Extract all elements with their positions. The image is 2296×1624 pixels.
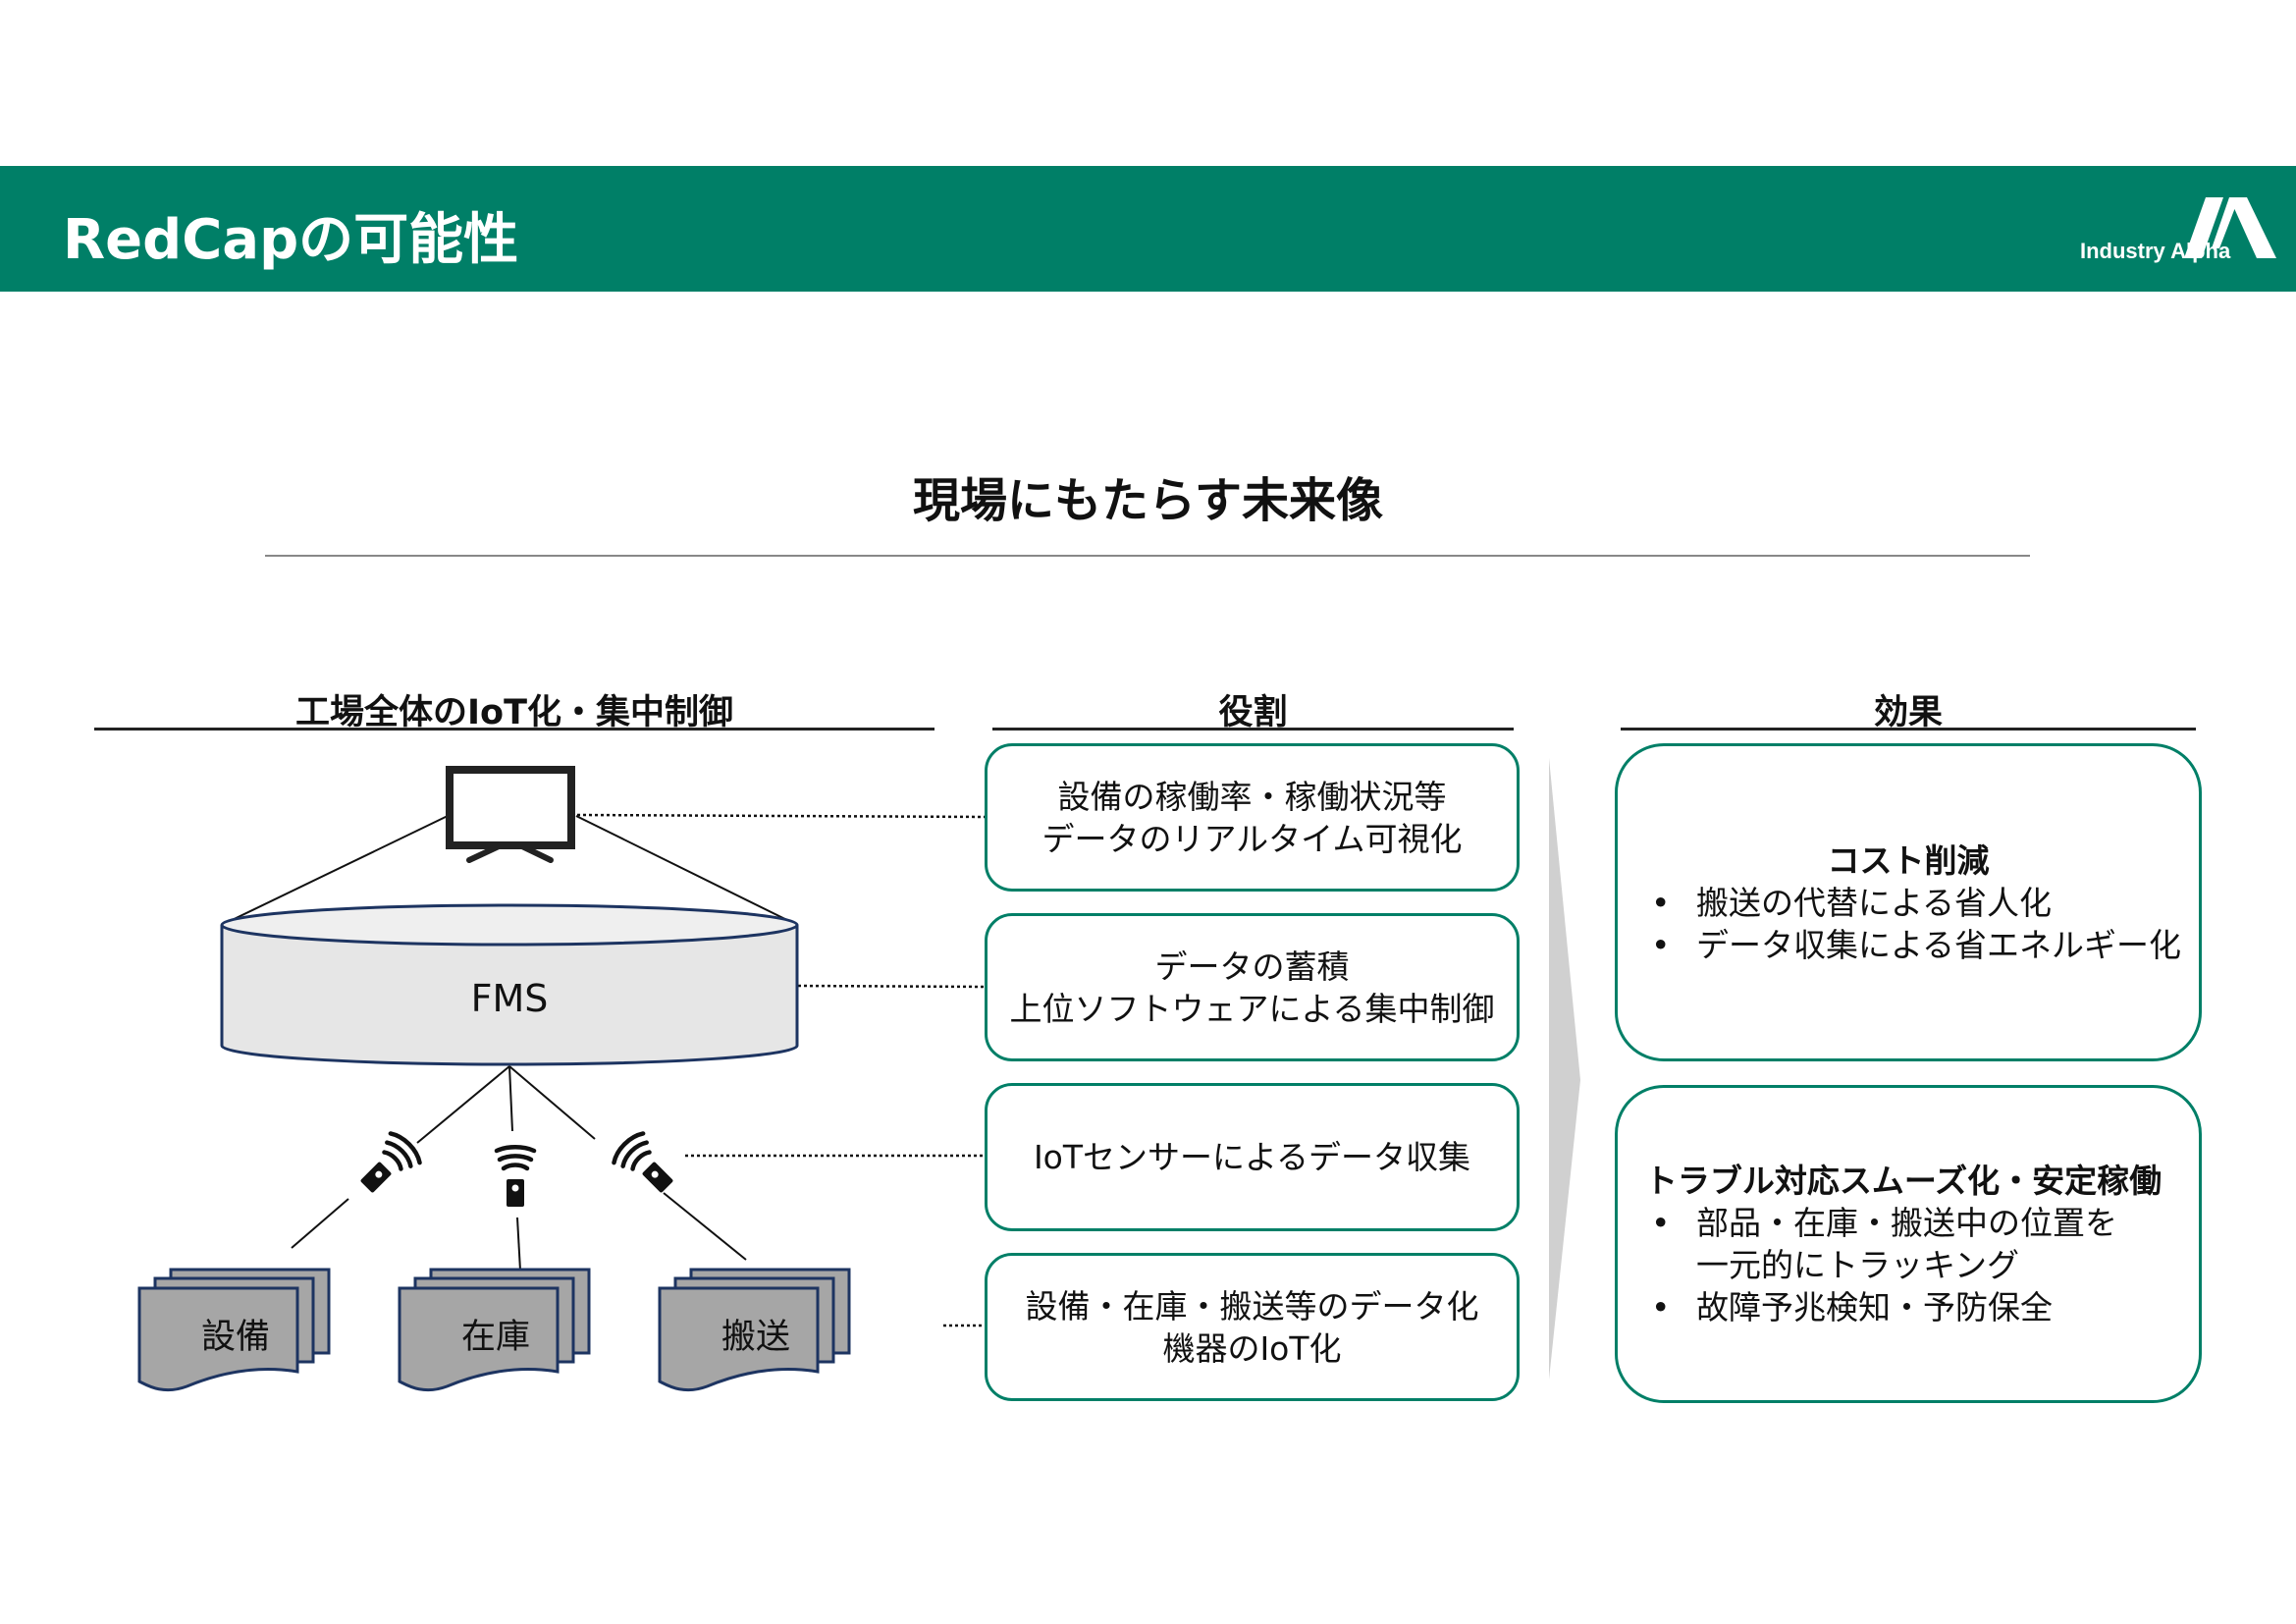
- effect-box-stable-operation: トラブル対応スムーズ化・安定稼働 • 部品・在庫・搬送中の位置を一元的にトラッキ…: [1615, 1085, 2202, 1403]
- industry-alpha-logo: Industry Alpha: [2080, 188, 2276, 276]
- leader-line-role-1: [576, 813, 986, 819]
- logo-text: Industry Alpha: [2080, 239, 2231, 263]
- device-label: 搬送: [721, 1318, 790, 1357]
- role-line: データのリアルタイム可視化: [1041, 819, 1463, 858]
- effect-list-item: • データ収集による省エネルギー化: [1651, 924, 2199, 966]
- bullet-icon: •: [1651, 883, 1671, 922]
- role-box-3: IoTセンサーによるデータ収集: [985, 1083, 1520, 1231]
- role-line: IoTセンサーによるデータ収集: [1033, 1138, 1471, 1176]
- effect-list-item: • 故障予兆検知・予防保全: [1651, 1286, 2199, 1328]
- logo-mark-icon: [2184, 197, 2276, 258]
- effect-list-item: • 部品・在庫・搬送中の位置を一元的にトラッキング: [1651, 1202, 2199, 1286]
- wireless-sensor-icon: [494, 1145, 537, 1207]
- bullet-icon: •: [1651, 1204, 1671, 1242]
- role-box-2: データの蓄積 上位ソフトウェアによる集中制御: [985, 913, 1520, 1061]
- effect-title: コスト削減: [1827, 840, 1990, 880]
- connector-line: [508, 1065, 513, 1132]
- effect-title: トラブル対応スムーズ化・安定稼働: [1644, 1162, 2163, 1200]
- bullet-icon: •: [1651, 925, 1671, 964]
- right-column-heading: 効果: [1873, 693, 1943, 732]
- main-title: 現場にもたらす未来像: [912, 473, 1384, 528]
- fms-database-cylinder: [220, 903, 799, 1066]
- wireless-sensor-icon: [360, 1131, 422, 1193]
- device-stack-2: 在庫: [398, 1268, 591, 1392]
- role-line: 設備・在庫・搬送等のデータ化: [1025, 1286, 1479, 1326]
- right-column-divider: [1621, 728, 2196, 731]
- role-box-1: 設備の稼働率・稼働状況等 データのリアルタイム可視化: [985, 743, 1520, 892]
- document-sheet-front: [137, 1286, 299, 1392]
- slide-title: RedCapの可能性: [63, 208, 519, 272]
- left-column-heading: 工場全体のIoT化・集中制御: [295, 693, 733, 732]
- effect-item-text: 部品・在庫・搬送中の位置を一元的にトラッキング: [1696, 1204, 2117, 1284]
- device-stack-1: 設備: [137, 1268, 331, 1392]
- device-label: 在庫: [461, 1318, 530, 1357]
- wireless-sensor-icon: [612, 1131, 673, 1193]
- middle-column-divider: [992, 728, 1514, 731]
- effect-item-text: 搬送の代替による省人化: [1696, 883, 2053, 922]
- effect-box-cost-reduction: コスト削減 • 搬送の代替による省人化 • データ収集による省エネルギー化: [1615, 743, 2202, 1061]
- role-line: 設備の稼働率・稼働状況等: [1057, 777, 1447, 816]
- connector-line: [221, 815, 449, 926]
- device-label: 設備: [201, 1318, 270, 1357]
- connector-line: [416, 1065, 510, 1144]
- fms-label: FMS: [471, 977, 549, 1020]
- effect-list-item: • 搬送の代替による省人化: [1651, 882, 2199, 924]
- role-box-4: 設備・在庫・搬送等のデータ化 機器のIoT化: [985, 1253, 1520, 1401]
- role-line: 上位ソフトウェアによる集中制御: [1009, 989, 1495, 1028]
- effect-item-text: 故障予兆検知・予防保全: [1696, 1288, 2053, 1326]
- middle-column-heading: 役割: [1218, 693, 1288, 732]
- connector-line: [575, 815, 798, 926]
- header-bar: RedCapの可能性 Industry Alpha: [0, 166, 2296, 292]
- document-sheet-front: [398, 1286, 560, 1392]
- connector-line: [516, 1217, 521, 1272]
- connector-line: [291, 1198, 349, 1249]
- monitor-icon: [446, 766, 575, 863]
- connector-line: [663, 1192, 747, 1261]
- document-sheet-front: [658, 1286, 820, 1392]
- connector-line: [508, 1065, 596, 1140]
- role-line: 機器のIoT化: [1162, 1328, 1342, 1368]
- leader-line-role-2: [797, 984, 986, 989]
- flow-arrow-icon: [1549, 758, 1580, 1380]
- device-stack-3: 搬送: [658, 1268, 851, 1392]
- role-line: データの蓄積: [1154, 947, 1350, 986]
- left-column-divider: [94, 728, 934, 731]
- effect-item-text: データ収集による省エネルギー化: [1696, 925, 2182, 964]
- main-title-divider: [265, 555, 2030, 557]
- bullet-icon: •: [1651, 1288, 1671, 1326]
